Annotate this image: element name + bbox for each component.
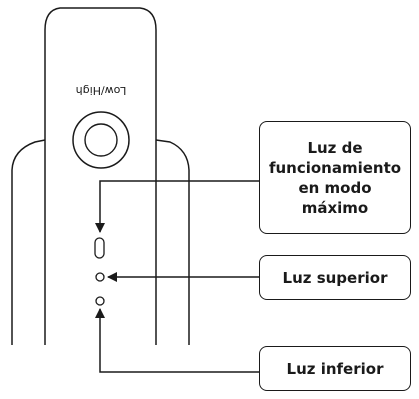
arrow-max-mode [95,180,259,233]
max-mode-light-callout: Luz de funcionamiento en modo máximo [259,121,411,234]
indicators [94,237,105,306]
button-label: Low/High [76,84,127,97]
inner-pillar [44,7,157,345]
upper-light-callout: Luz superior [259,255,411,300]
lower-light-indicator [95,296,105,306]
lower-light-callout: Luz inferior [259,346,411,391]
outer-body [11,139,190,345]
max-mode-indicator [94,237,105,259]
arrow-lower-light [95,308,259,373]
leader-lines [95,180,259,373]
power-button: Low/High [72,84,130,169]
upper-light-indicator [95,272,105,282]
